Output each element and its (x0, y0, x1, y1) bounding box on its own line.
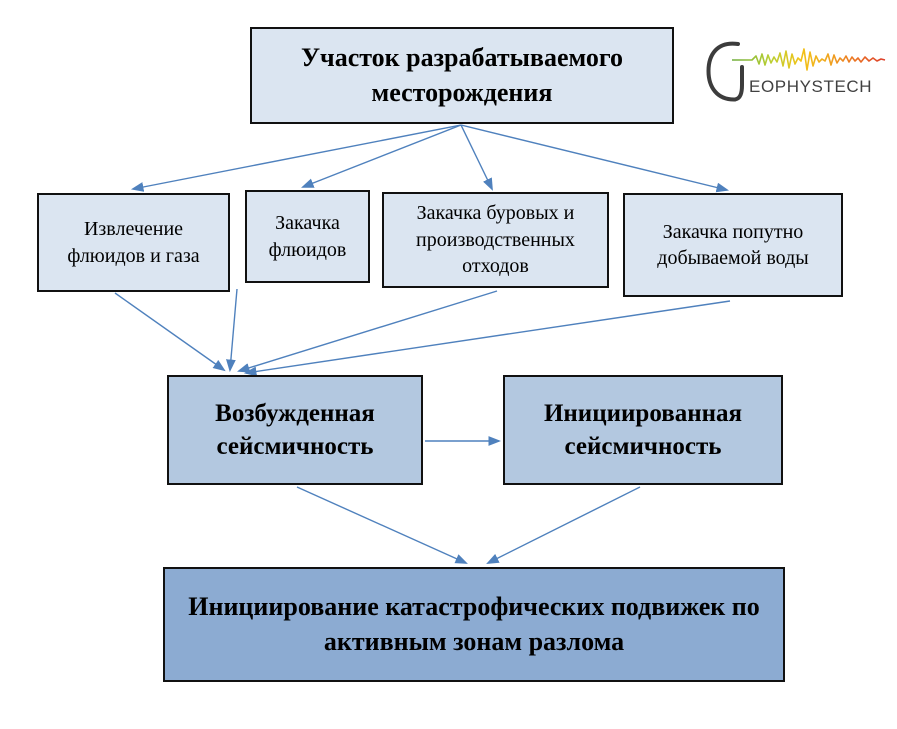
box-produced-water-injection: Закачка попутно добываемой воды (623, 193, 843, 297)
arrow-fluid-injection-to-induced (226, 288, 238, 373)
arrow-top-to-extraction (130, 124, 462, 192)
box-extraction-fluids-gas: Извлечение флюидов и газа (37, 193, 230, 292)
box-drilling-waste-injection: Закачка буровых и производственных отход… (382, 192, 609, 288)
arrow-water-injection-to-induced (243, 300, 731, 377)
arrow-top-to-fluid-injection (301, 124, 462, 188)
arrow-waste-injection-to-induced (236, 290, 498, 373)
box-fluid-injection: Закачка флюидов (245, 190, 370, 283)
logo-g-glyph-icon (706, 41, 744, 102)
arrow-induced-to-outcome (296, 486, 468, 564)
box-field-site: Участок разрабатываемого месторождения (250, 27, 674, 124)
geophystech-logo: EOPHYSTECH (704, 40, 890, 102)
arrow-triggered-to-outcome (486, 486, 641, 564)
box-catastrophic-fault-movement: Инициирование катастрофических подвижек … (163, 567, 785, 682)
seismic-waveform-icon (732, 48, 886, 71)
box-triggered-seismicity: Инициированная сейсмичность (503, 375, 783, 485)
arrow-top-to-water-injection (460, 124, 730, 193)
arrow-extraction-to-induced (114, 292, 226, 372)
logo-wordmark: EOPHYSTECH (749, 77, 873, 96)
box-induced-seismicity: Возбужденная сейсмичность (167, 375, 423, 485)
arrow-top-to-waste-injection (460, 124, 493, 191)
